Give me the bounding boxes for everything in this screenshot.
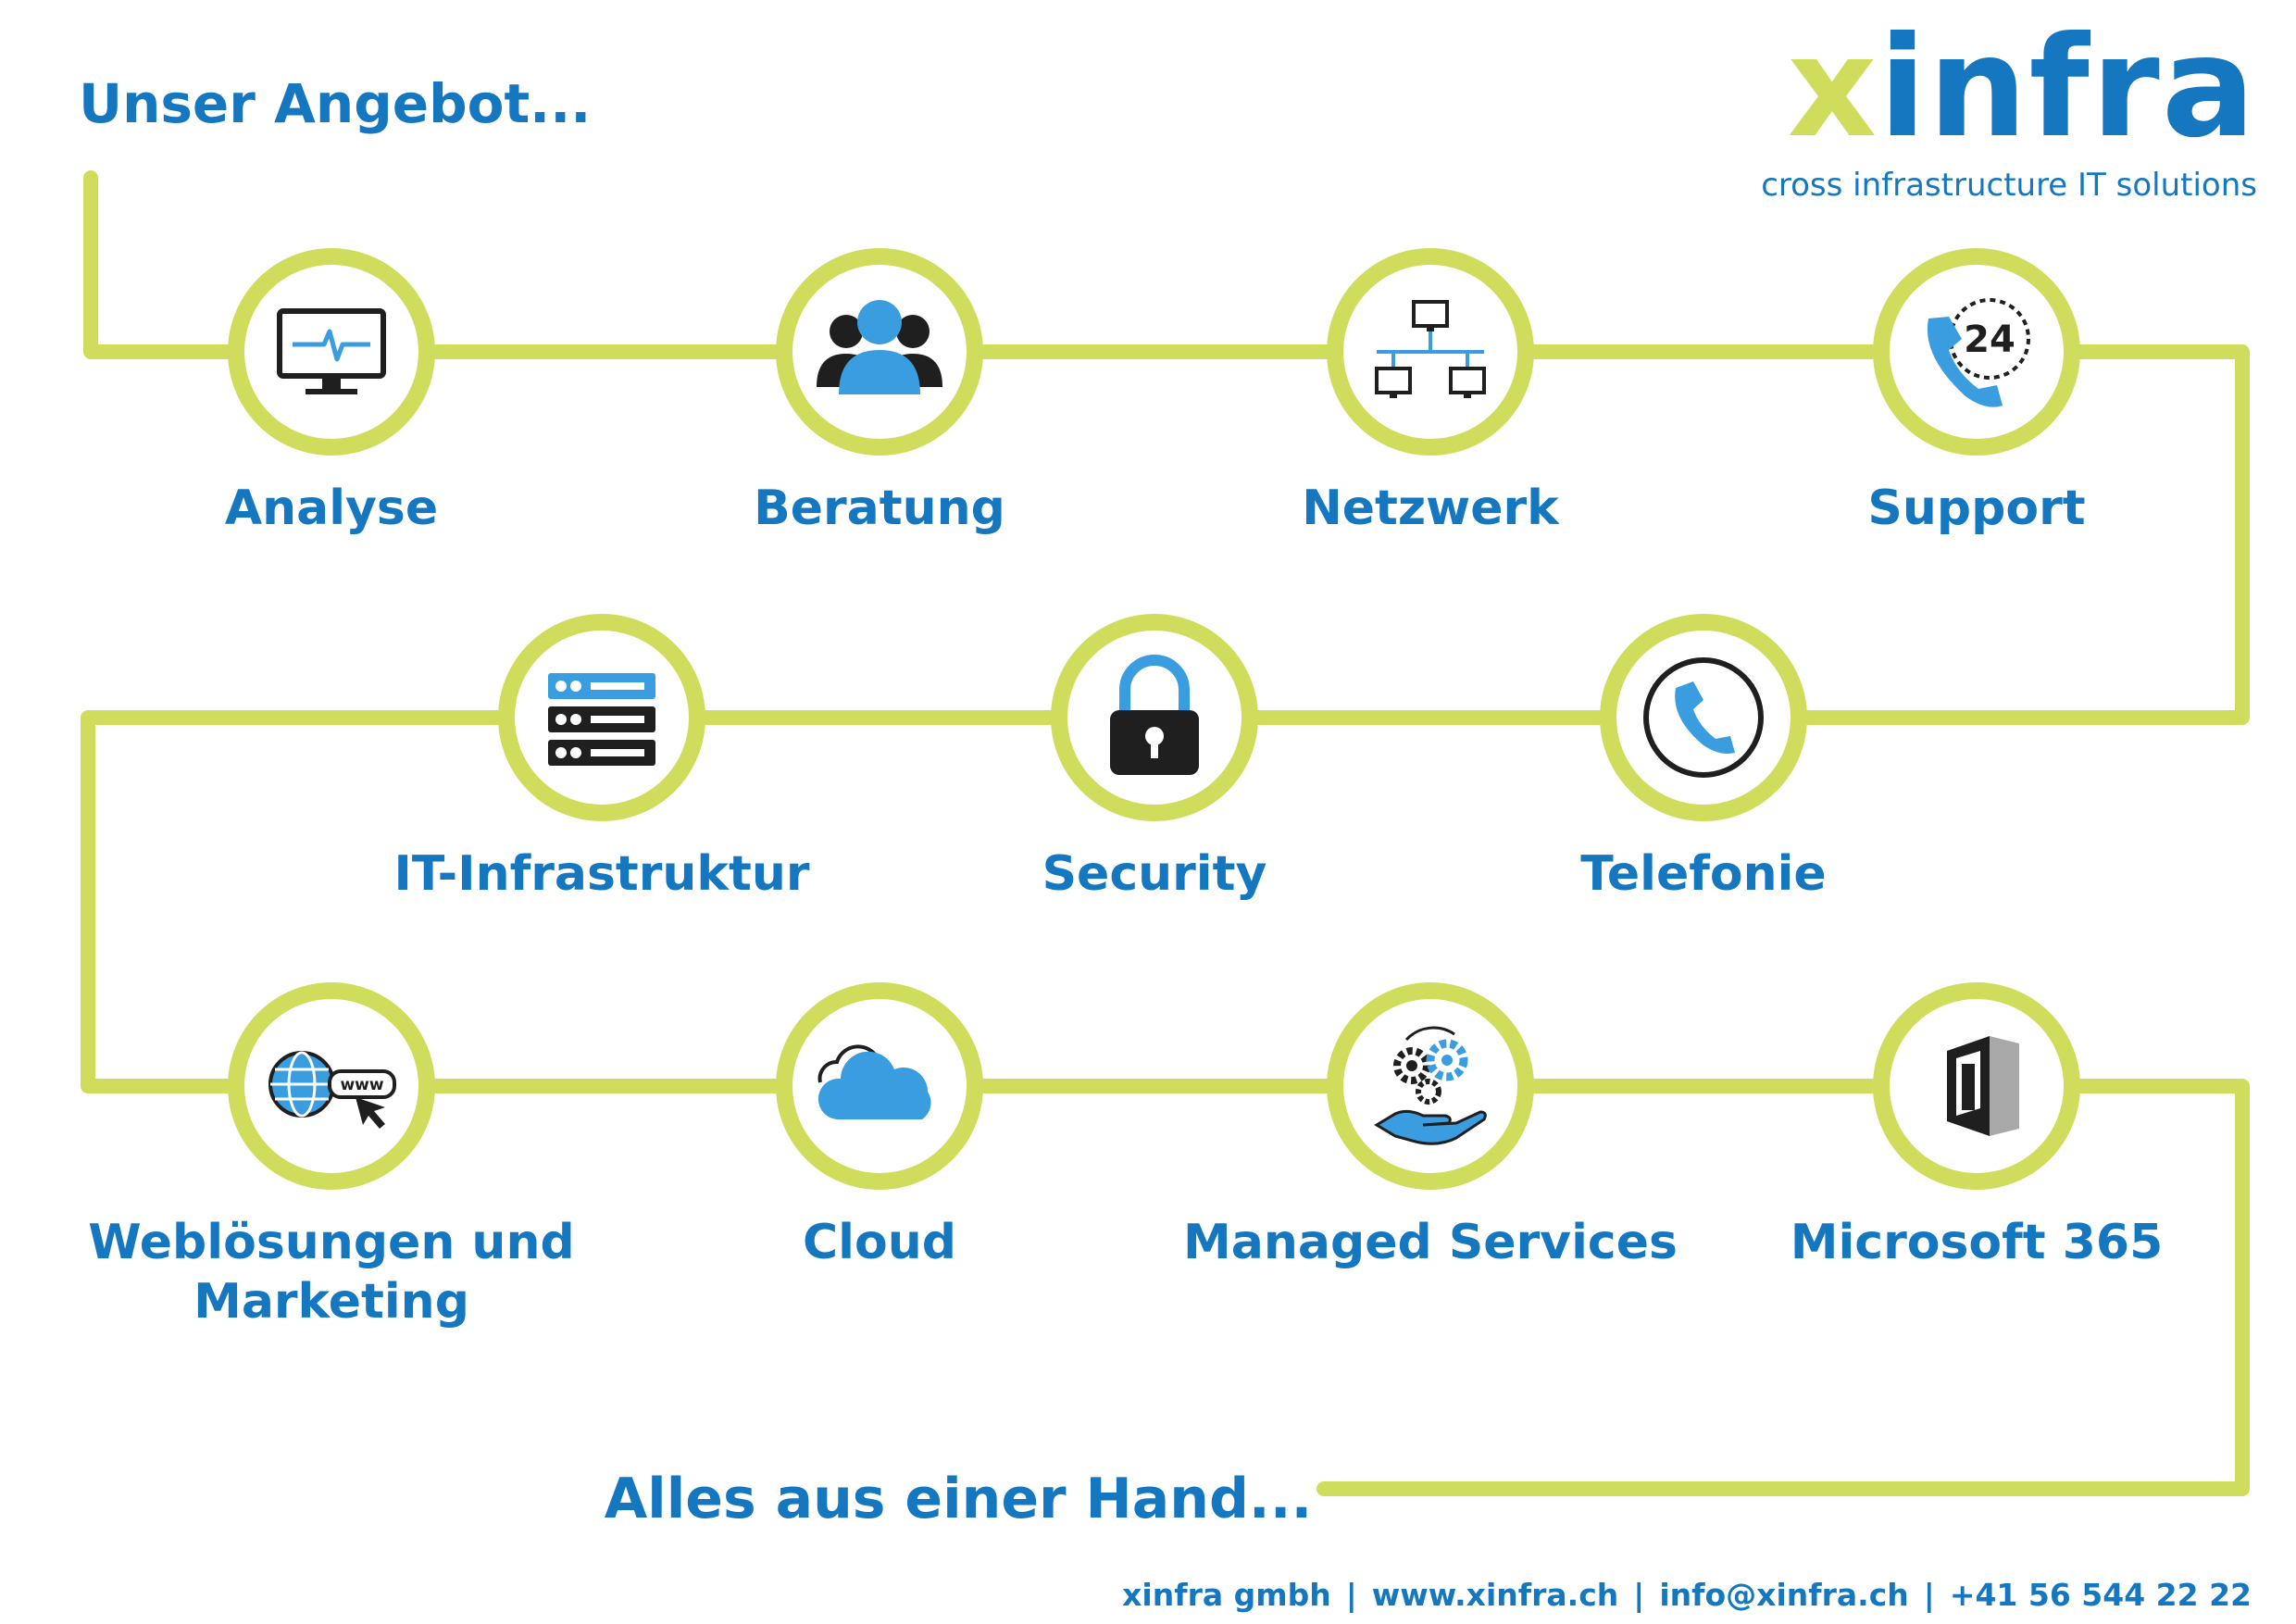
logo-mark: xinfra <box>1787 7 2257 169</box>
node-telefonie <box>1600 614 1807 821</box>
footer-separator: | <box>1633 1577 1645 1613</box>
label-security: Security <box>1042 846 1267 902</box>
padlock-icon <box>1110 655 1199 775</box>
label-cloud: Cloud <box>803 1215 956 1270</box>
footer-separator: | <box>1345 1577 1357 1613</box>
label-managed-services: Managed Services <box>1183 1215 1678 1270</box>
label-webloesungen-line1: Weblösungen und <box>88 1215 575 1270</box>
footer-contact: xinfra gmbh | www.xinfra.ch | info@xinfra.ch… <box>1122 1577 2252 1613</box>
server-rack-icon <box>548 673 655 766</box>
tagline: Alles aus einer Hand... <box>604 1467 1313 1531</box>
node-cloud <box>776 982 983 1190</box>
label-it-infrastruktur: IT-Infrastruktur <box>393 846 810 902</box>
label-support: Support <box>1867 481 2086 536</box>
node-microsoft-365 <box>1873 982 2080 1190</box>
page-title: Unser Angebot... <box>79 72 592 135</box>
label-beratung: Beratung <box>754 481 1005 536</box>
cloud-icon <box>817 1044 931 1119</box>
node-it-infrastruktur <box>498 614 705 821</box>
svg-text:www: www <box>340 1076 383 1094</box>
label-webloesungen-line2: Marketing <box>193 1274 469 1330</box>
monitor-pulse-icon <box>277 308 386 394</box>
label-telefonie: Telefonie <box>1580 846 1827 902</box>
footer-email-link[interactable]: info@xinfra.ch <box>1659 1577 1909 1613</box>
footer-website-link[interactable]: www.xinfra.ch <box>1371 1577 1619 1613</box>
phone-24h-icon: 24 <box>1927 298 2030 407</box>
company-logo: xinfra cross infrastructure IT solutions <box>1761 7 2257 204</box>
node-managed-services <box>1327 982 1534 1190</box>
label-netzwerk: Netzwerk <box>1302 481 1559 536</box>
phone-circle-icon <box>1643 657 1764 778</box>
people-group-icon <box>817 300 942 394</box>
footer-separator: | <box>1923 1577 1935 1613</box>
gears-hand-icon <box>1374 1026 1487 1145</box>
label-webloesungen: Weblösungen und Marketing <box>88 1213 574 1331</box>
footer-phone-link[interactable]: +41 56 544 22 22 <box>1949 1577 2252 1613</box>
node-support: 24 <box>1873 248 2080 456</box>
node-webloesungen: www <box>228 982 435 1190</box>
globe-www-icon: www <box>268 1051 396 1129</box>
network-icon <box>1375 300 1486 398</box>
node-beratung <box>776 248 983 456</box>
label-analyse: Analyse <box>224 481 439 536</box>
svg-text:24: 24 <box>1964 319 2015 361</box>
office-365-icon <box>1947 1036 2019 1136</box>
node-security <box>1051 614 1258 821</box>
node-netzwerk <box>1327 248 1534 456</box>
footer-company: xinfra gmbh <box>1122 1577 1331 1613</box>
node-analyse <box>228 248 435 456</box>
label-microsoft-365: Microsoft 365 <box>1790 1215 2164 1270</box>
logo-claim: cross infrastructure IT solutions <box>1761 167 2257 204</box>
